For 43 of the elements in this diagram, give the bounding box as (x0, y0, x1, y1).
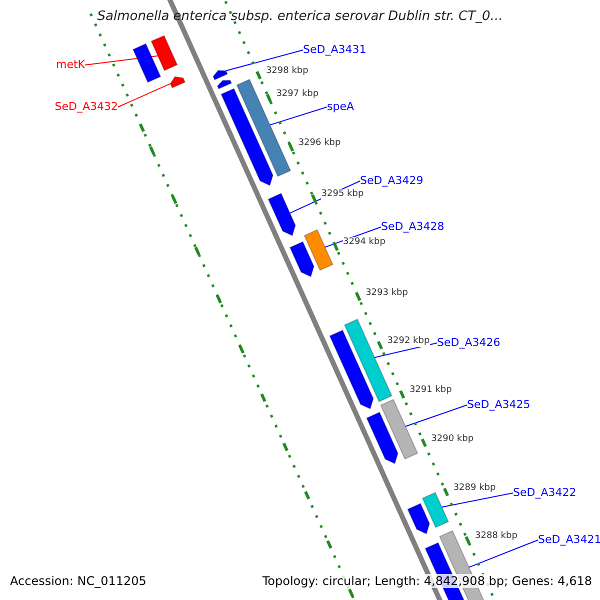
topology-text: Topology: circular; Length: 4,842,908 bp; Genes: 4,618 (262, 574, 592, 588)
gene-feature (329, 330, 374, 410)
leader-line (118, 83, 171, 108)
scale-label: 3297 kbp (276, 88, 319, 100)
leader-line (405, 404, 468, 427)
gene-feature (216, 80, 232, 90)
scale-label: 3296 kbp (298, 138, 341, 149)
gene-feature (289, 241, 314, 278)
gene-label: SeD_A3431 (303, 43, 366, 57)
leader-line (225, 50, 304, 72)
gene-feature (212, 70, 228, 80)
leader-line (441, 492, 514, 508)
gene-label: SeD_A3426 (437, 336, 500, 350)
gene-label: metK (56, 58, 85, 72)
scale-label: 3288 kbp (475, 531, 518, 542)
gene-feature (304, 229, 334, 271)
scale-label: 3292 kbp (387, 336, 430, 347)
gene-feature (407, 502, 430, 534)
gene-label: SeD_A3429 (360, 174, 424, 188)
scale-label: 3289 kbp (453, 482, 496, 494)
scale-label: 3291 kbp (409, 385, 452, 396)
gene-label: SeD_A3425 (467, 398, 530, 412)
gene-label: speA (327, 100, 354, 114)
scale-label: 3293 kbp (366, 288, 408, 298)
scale-label: 3295 kbp (321, 189, 364, 200)
gene-label: SeD_A3421 (538, 533, 600, 547)
gene-feature (220, 88, 274, 186)
scale-label: 3294 kbp (343, 237, 386, 248)
scale-label: 3298 kbp (266, 66, 308, 77)
gene-feature (132, 43, 162, 83)
gene-label: SeD_A3428 (381, 220, 444, 234)
leader-line (374, 342, 438, 358)
gene-feature (366, 412, 398, 464)
gene-label: SeD_A3432 (54, 100, 118, 114)
gene-label: SeD_A3422 (513, 486, 576, 500)
gene-feature (170, 76, 186, 88)
gene-feature (268, 192, 296, 236)
scale-label: 3290 kbp (431, 434, 474, 444)
leader-line (468, 540, 538, 568)
gene-feature (150, 34, 178, 72)
accession-text: Accession: NC_011205 (10, 574, 146, 588)
gene-feature (422, 492, 450, 528)
gene-feature (380, 398, 418, 460)
